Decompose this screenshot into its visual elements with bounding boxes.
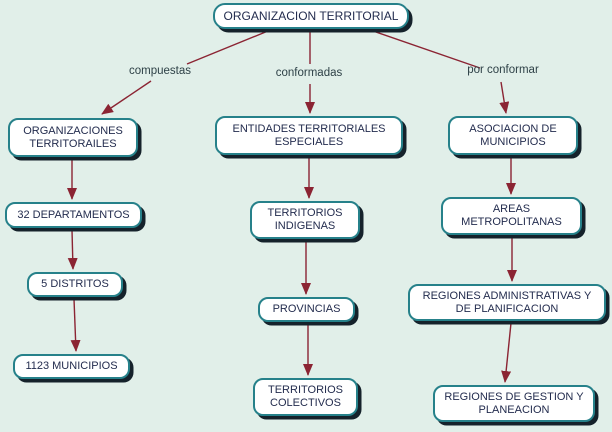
node-asociacion-de-municipios[interactable]: ASOCIACION DE MUNICIPIOS [448,116,578,155]
node-organizacion-territorial[interactable]: ORGANIZACION TERRITORIAL [213,3,409,29]
link-label-compuestas[interactable]: compuestas [128,65,192,77]
link-label-conformadas[interactable]: conformadas [275,67,343,79]
node-1123-municipios[interactable]: 1123 MUNICIPIOS [13,354,130,379]
node-regiones-gestion-planeacion[interactable]: REGIONES DE GESTION Y PLANEACION [433,385,595,422]
node-organizaciones-territoriales[interactable]: ORGANIZACIONES TERRITORAILES [8,118,138,157]
node-areas-metropolitanas[interactable]: AREAS METROPOLITANAS [441,197,582,235]
node-provincias[interactable]: PROVINCIAS [258,297,355,322]
node-32-departamentos[interactable]: 32 DEPARTAMENTOS [5,202,142,228]
node-territorios-indigenas[interactable]: TERRITORIOS INDIGENAS [250,201,360,239]
node-5-distritos[interactable]: 5 DISTRITOS [27,272,123,297]
link-label-por-conformar[interactable]: por conformar [467,64,539,76]
node-territorios-colectivos[interactable]: TERRITORIOS COLECTIVOS [253,378,358,416]
node-entidades-territoriales-especiales[interactable]: ENTIDADES TERRITORIALES ESPECIALES [215,116,403,155]
node-regiones-administrativas-planificacion[interactable]: REGIONES ADMINISTRATIVAS Y DE PLANIFICAC… [408,284,606,321]
